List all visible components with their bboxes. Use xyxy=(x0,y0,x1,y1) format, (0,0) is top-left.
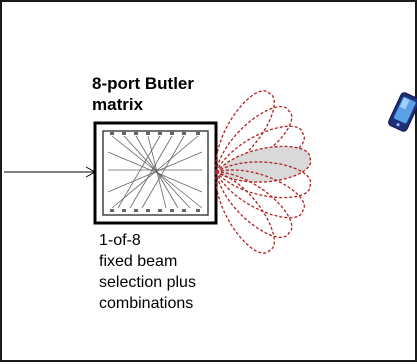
beam-selection-caption: 1-of-8 fixed beam selection plus combina… xyxy=(99,230,196,314)
caption-line: fixed beam xyxy=(99,253,178,270)
selected-beam-lobe xyxy=(214,145,312,183)
beam-lobe xyxy=(215,171,275,254)
beam-pattern xyxy=(214,90,312,254)
caption-line: selection plus xyxy=(99,274,196,291)
beam-lobe xyxy=(215,169,305,219)
phone-icon xyxy=(388,92,417,132)
title-line: 8-port Butler xyxy=(92,74,194,93)
input-arrow xyxy=(4,166,97,178)
beam-lobe xyxy=(215,171,293,238)
beam-lobe xyxy=(214,161,312,199)
caption-line: 1-of-8 xyxy=(99,232,141,249)
beam-lobe xyxy=(215,90,275,173)
butler-matrix-box xyxy=(93,121,218,225)
matrix-crossing-lines xyxy=(107,135,203,209)
title-line: matrix xyxy=(92,95,144,114)
caption-line: combinations xyxy=(99,295,194,312)
matrix-ports xyxy=(110,132,200,212)
matrix-title: 8-port Butler matrix xyxy=(92,73,194,115)
